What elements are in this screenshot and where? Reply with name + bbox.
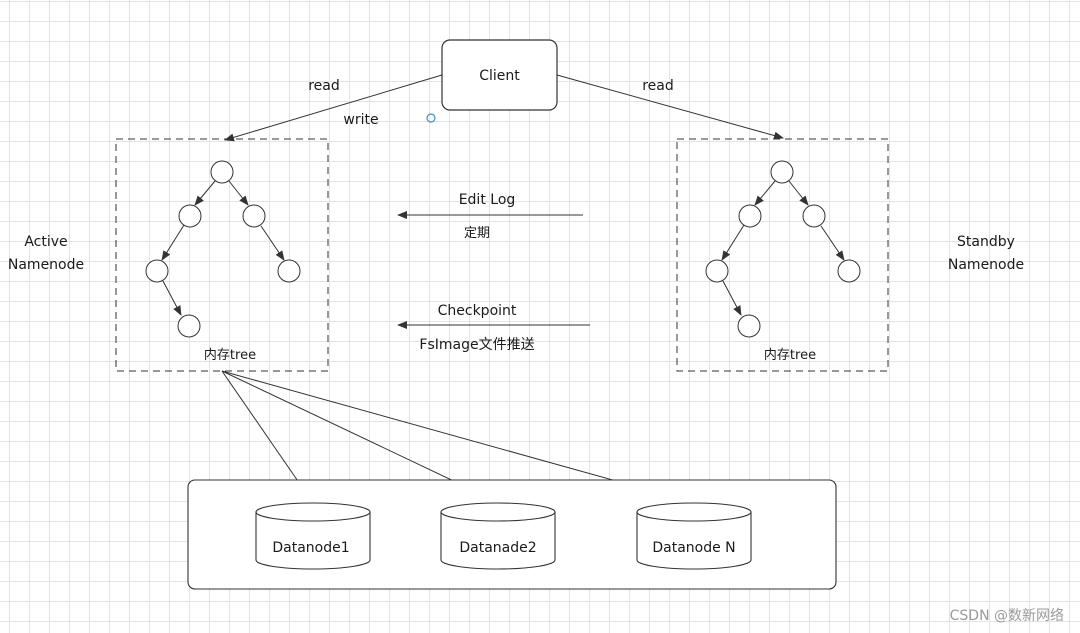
standby-name-line1: Standby [957, 234, 1015, 250]
checkpoint-label: Checkpoint [438, 303, 517, 319]
active-memory-tree [145, 160, 301, 338]
editlog-label: Edit Log [459, 192, 516, 208]
standby-namenode-box [676, 138, 889, 372]
standby-tree-label: 内存tree [764, 347, 816, 363]
read-label-right: read [642, 78, 674, 94]
datanode-n[interactable]: Datanode N [636, 502, 752, 570]
datanode-n-label: Datanode N [652, 540, 735, 556]
active-name-line2: Namenode [8, 257, 84, 273]
datanode-2[interactable]: Datanade2 [440, 502, 556, 570]
standby-memory-tree [705, 160, 861, 338]
active-name-line1: Active [24, 234, 67, 250]
write-label: write [343, 112, 378, 128]
editlog-sub: 定期 [464, 226, 490, 241]
client-label: Client [479, 68, 520, 84]
standby-name-line2: Namenode [948, 257, 1024, 273]
watermark: CSDN @数新网络 [950, 608, 1064, 624]
client-node[interactable]: Client [441, 39, 558, 111]
read-label-left: read [308, 78, 340, 94]
read-edge-standby [556, 74, 784, 140]
connection-point-icon [426, 113, 436, 123]
read-edge-active [224, 74, 443, 142]
datanode-1-label: Datanode1 [272, 540, 349, 556]
standby-namenode: 内存tree [676, 138, 889, 372]
datanode-1[interactable]: Datanode1 [255, 502, 371, 570]
active-namenode-box [115, 138, 329, 372]
active-namenode: 内存tree [115, 138, 329, 372]
checkpoint-sub: FsImage文件推送 [419, 337, 534, 353]
active-tree-label: 内存tree [204, 347, 256, 363]
datanode-2-label: Datanade2 [459, 540, 536, 556]
